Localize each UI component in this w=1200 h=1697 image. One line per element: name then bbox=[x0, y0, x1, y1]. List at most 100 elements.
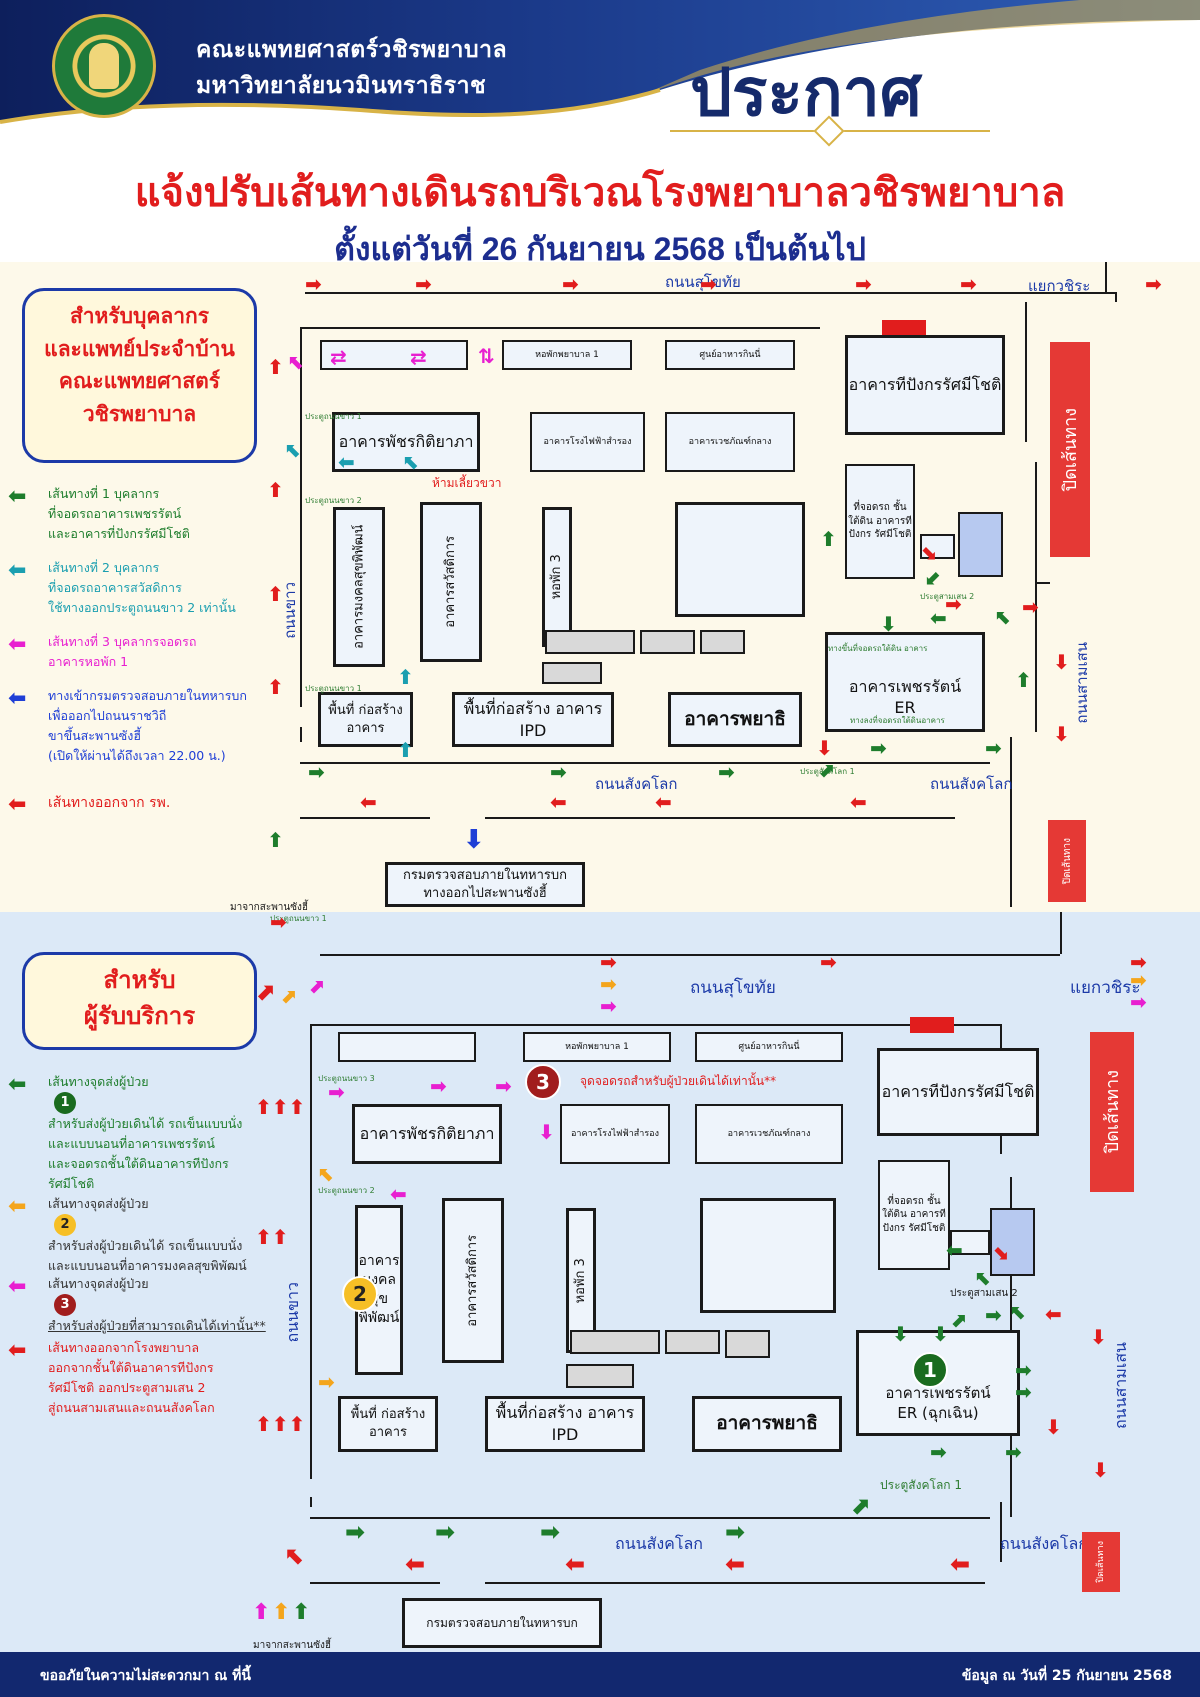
building-food-center: ศูนย์อาหารกินนี่ bbox=[665, 340, 795, 370]
building-payathi: อาคารพยาธิ bbox=[692, 1396, 842, 1452]
road-edge bbox=[1035, 582, 1050, 584]
route1-arrow-right-icon: ➡ bbox=[1015, 1358, 1032, 1382]
gate-khao-1: ประตูถนนขาว 1 bbox=[305, 412, 362, 421]
road-label-khao: ถนนขาว bbox=[283, 1282, 302, 1343]
staff-title-line: สำหรับบุคลากร bbox=[69, 305, 210, 328]
route3-arrow-icon: ⬉ bbox=[288, 350, 305, 374]
route2-arrow-right-icon: ➡ bbox=[1130, 968, 1147, 992]
road-edge bbox=[310, 1582, 440, 1584]
road-label-sangkhalok-2: ถนนสังคโลก bbox=[930, 775, 1013, 793]
route1-arrow-icon: ⬉ bbox=[975, 1266, 992, 1290]
gate-sangkhalok-1: ประตูสังคโลก 1 bbox=[800, 767, 855, 776]
building-construction: พื้นที่ ก่อสร้างอาคาร bbox=[318, 692, 413, 747]
building-small-gate bbox=[950, 1230, 990, 1255]
gate-khao-1: ประตูถนนขาว 1 bbox=[270, 914, 327, 923]
exit-arrow-down-icon: ⬇ bbox=[1053, 650, 1070, 674]
route3-arrow-icon: ⇄ bbox=[330, 345, 347, 369]
exit-arrow-up-icon: ⬆ bbox=[267, 478, 284, 502]
from-bridge-label: มาจากสะพานซังฮี้ bbox=[230, 902, 309, 913]
road-edge bbox=[300, 762, 990, 764]
building-gray-2 bbox=[665, 1330, 720, 1354]
building-food-center: ศูนย์อาหารกินนี่ bbox=[695, 1032, 843, 1062]
road-edge bbox=[1025, 302, 1027, 442]
exit-arrow-left-icon: ⬅ bbox=[405, 1550, 426, 1578]
building-electric: อาคารโรงไฟฟ้าสำรอง bbox=[530, 412, 645, 472]
exit-arrow-down-icon: ⬇ bbox=[1045, 1415, 1062, 1439]
road-label-sangkhalok: ถนนสังคโลก bbox=[595, 775, 678, 793]
announcement-label: ประกาศ bbox=[690, 55, 922, 129]
footer-bar: ขออภัยในความไม่สะดวกมา ณ ที่นี้ ข้อมูล ณ… bbox=[0, 1652, 1200, 1697]
route1-arrow-right-icon: ➡ bbox=[870, 736, 887, 760]
arrow-left-icon: ⬅ bbox=[8, 1072, 27, 1097]
gate-samsen-2: ประตูสามเสน 2 bbox=[950, 1288, 1018, 1299]
building-petchrat: อาคารเพชรรัตน์ER bbox=[825, 632, 985, 732]
route2-arrow-icon: ⬆ bbox=[397, 665, 414, 689]
exit-arrow-up-icon: ⬆ bbox=[267, 582, 284, 606]
road-label-sangkhalok: ถนนสังคโลก bbox=[615, 1534, 703, 1553]
client-route-section: สำหรับ ผู้รับบริการ ⬅ เส้นทางจุดส่งผู้ป่… bbox=[0, 912, 1200, 1652]
exit-arrow-up-icon: ⬆⬆⬆ bbox=[255, 1412, 306, 1436]
building-dorm3: หอพัก 3 bbox=[566, 1208, 596, 1353]
building-dorm1: หอพักพยาบาล 1 bbox=[502, 340, 632, 370]
exit-arrow-right-icon: ➡ bbox=[305, 272, 322, 296]
gate-khao-2: ประตูถนนขาว 2 bbox=[305, 496, 362, 505]
building-gray-4 bbox=[542, 662, 602, 684]
building-blank bbox=[338, 1032, 476, 1062]
building-ipd-construction: พื้นที่ก่อสร้าง อาคาร IPD bbox=[452, 692, 614, 747]
road-edge bbox=[310, 1024, 1000, 1026]
junction-label: แยกวชิระ bbox=[1070, 978, 1141, 998]
building-tipangkorn: อาคารทีปังกรรัศมีโชติ bbox=[845, 335, 1005, 435]
route1-arrow-right-icon: ➡ bbox=[930, 1440, 947, 1464]
road-barrier bbox=[882, 320, 926, 336]
arrow-left-icon: ⬅ bbox=[8, 484, 27, 509]
route3-arrow-up-icon: ⬆ bbox=[252, 1600, 271, 1625]
road-edge bbox=[320, 954, 1060, 956]
route1-arrow-up-icon: ⬆ bbox=[292, 1600, 311, 1625]
route2-arrow-icon: ⬅ bbox=[338, 450, 355, 474]
route1-arrow-right-icon: ➡ bbox=[540, 1518, 561, 1546]
dropoff-3-marker: 3 bbox=[525, 1064, 561, 1100]
route1-arrow-right-icon: ➡ bbox=[985, 1303, 1002, 1327]
gate-khao-1-lower: ประตูถนนขาว 1 bbox=[305, 684, 362, 693]
route1-arrow-right-icon: ➡ bbox=[1015, 1380, 1032, 1404]
exit-arrow-left-icon: ⬅ bbox=[360, 790, 377, 814]
exit-arrow-down-icon: ⬇ bbox=[1090, 1325, 1107, 1349]
building-parking-tipangkorn: ที่จอดรถ ชั้นใต้ดิน อาคารทีปังกร รัศมีโช… bbox=[878, 1160, 950, 1270]
building-blue-block bbox=[958, 512, 1003, 577]
staff-title-box: สำหรับบุคลากร และแพทย์ประจำบ้าน คณะแพทยศ… bbox=[22, 288, 257, 463]
arrow-left-icon: ⬅ bbox=[8, 1338, 27, 1363]
building-gray-3 bbox=[700, 630, 745, 654]
road-edge bbox=[300, 817, 430, 819]
building-small-gate bbox=[920, 534, 955, 559]
route1-arrow-icon: ⬋ bbox=[925, 565, 942, 589]
exit-arrow-left-icon: ⬅ bbox=[725, 1550, 746, 1578]
arrow-left-icon: ⬅ bbox=[8, 1194, 27, 1219]
route3-arrow-right-icon: ➡ bbox=[328, 1080, 345, 1104]
building-tipangkorn: อาคารทีปังกรรัศมีโชติ bbox=[877, 1048, 1039, 1136]
exit-arrow-left-icon: ⬅ bbox=[655, 790, 672, 814]
route1-arrow-icon: ⬈ bbox=[850, 1492, 871, 1520]
staff-route-map: ถนนสุโขทัย แยกวชิระ ถนนขาว ถนนสังคโลก ถน… bbox=[230, 262, 1200, 913]
badge-2-icon: 2 bbox=[54, 1214, 76, 1236]
label-petch-ramp-up: ทางขึ้นที่จอดรถใต้ดิน อาคาร bbox=[828, 644, 928, 653]
route1-arrow-left-icon: ⬅ bbox=[946, 1238, 963, 1262]
route1-arrow-right-icon: ➡ bbox=[718, 760, 735, 784]
staff-title-line: และแพทย์ประจำบ้าน bbox=[44, 337, 235, 361]
label-petch-ramp-down: ทางลงที่จอดรถใต้ดินอาคาร bbox=[850, 716, 945, 725]
no-right-turn-note: ห้ามเลี้ยวขวา bbox=[432, 476, 502, 490]
route1-arrow-right-icon: ➡ bbox=[550, 760, 567, 784]
route1-arrow-icon: ⬉ bbox=[995, 605, 1012, 629]
route1-arrow-right-icon: ➡ bbox=[985, 736, 1002, 760]
route2-arrow-icon: ⬉ bbox=[318, 1162, 335, 1186]
exit-arrow-icon: ⬈ bbox=[255, 978, 276, 1006]
exit-arrow-right-icon: ➡ bbox=[820, 950, 837, 974]
road-edge bbox=[1115, 292, 1117, 302]
building-dorm1: หอพักพยาบาล 1 bbox=[523, 1032, 671, 1062]
route2-arrow-icon: ⬈ bbox=[280, 984, 297, 1008]
route1-arrow-down-icon: ⬇ bbox=[892, 1322, 909, 1346]
route1-arrow-right-icon: ➡ bbox=[1005, 1440, 1022, 1464]
route1-arrow-right-icon: ➡ bbox=[345, 1518, 366, 1546]
route1-arrow-right-icon: ➡ bbox=[725, 1518, 746, 1546]
exit-arrow-icon: ⬊ bbox=[920, 540, 937, 564]
exit-arrow-right-icon: ➡ bbox=[1022, 595, 1039, 619]
